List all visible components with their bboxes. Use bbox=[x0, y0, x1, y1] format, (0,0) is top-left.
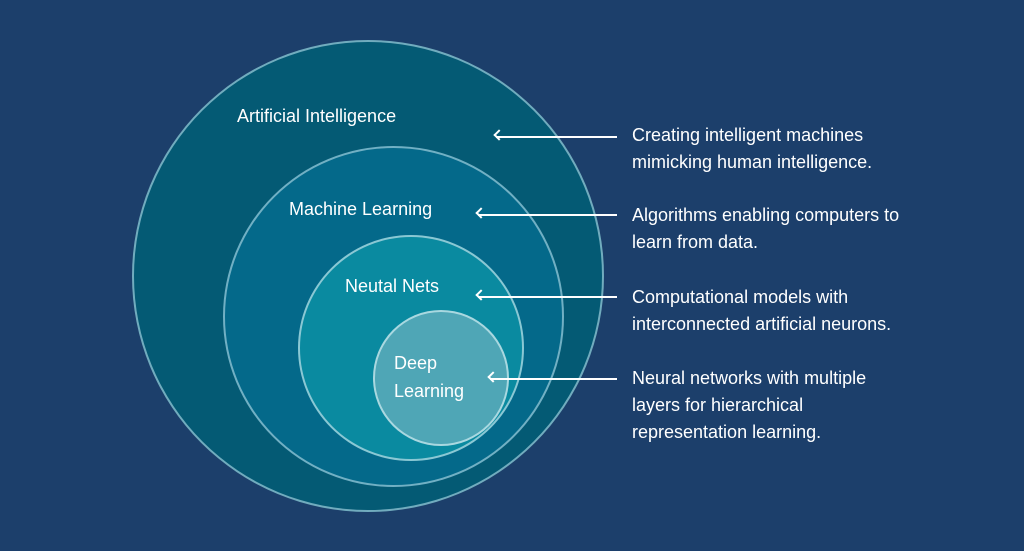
deep-learning-label-line: Deep bbox=[394, 353, 438, 373]
description-line: interconnected artificial neurons. bbox=[632, 314, 892, 334]
artificial-intelligence-label: Artificial Intelligence bbox=[237, 106, 397, 126]
deep-learning-description: Neural networks with multiple layers for… bbox=[632, 365, 866, 446]
deep-learning-label-line: Learning bbox=[394, 381, 465, 401]
arrow-left-icon bbox=[490, 378, 617, 380]
machine-learning-description: Algorithms enabling computers to learn f… bbox=[632, 202, 899, 256]
description-line: Creating intelligent machines bbox=[632, 125, 864, 145]
description-line: layers for hierarchical bbox=[632, 395, 804, 415]
artificial-intelligence-description: Creating intelligent machines mimicking … bbox=[632, 122, 872, 176]
description-line: mimicking human intelligence. bbox=[632, 152, 873, 172]
description-line: Computational models with bbox=[632, 287, 849, 307]
machine-learning-label: Machine Learning bbox=[289, 199, 433, 219]
description-line: Algorithms enabling computers to bbox=[632, 205, 900, 225]
neural-nets-label: Neutal Nets bbox=[345, 276, 440, 296]
arrow-left-icon bbox=[478, 296, 617, 298]
description-line: Neural networks with multiple bbox=[632, 368, 867, 388]
description-line: learn from data. bbox=[632, 232, 759, 252]
description-line: representation learning. bbox=[632, 422, 822, 442]
deep-learning-label: Deep Learning bbox=[394, 349, 464, 405]
arrow-left-icon bbox=[478, 214, 617, 216]
arrow-left-icon bbox=[496, 136, 617, 138]
neural-nets-description: Computational models with interconnected… bbox=[632, 284, 891, 338]
